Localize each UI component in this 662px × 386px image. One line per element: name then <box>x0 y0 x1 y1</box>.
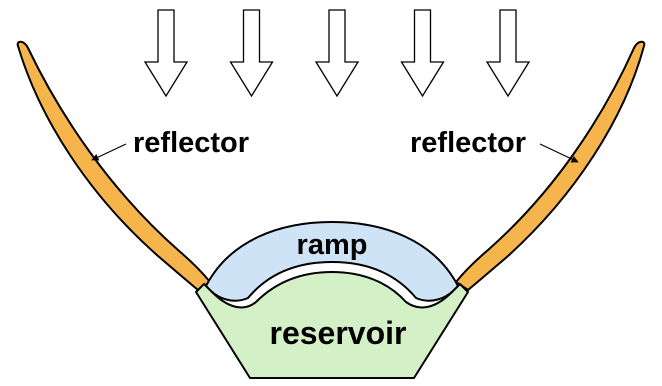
incoming-light-arrow <box>485 9 531 98</box>
incoming-light-arrows <box>143 9 531 98</box>
left-reflector-pointer <box>91 143 127 161</box>
incoming-light-arrow <box>314 9 360 98</box>
reservoir-body <box>195 271 469 379</box>
incoming-light-arrow <box>400 9 445 98</box>
left-reflector <box>16 40 211 291</box>
right-reflector <box>455 40 646 291</box>
right-reflector-pointer <box>539 143 579 163</box>
left-reflector-label: reflector <box>133 127 249 159</box>
right-reflector-label: reflector <box>410 127 526 159</box>
incoming-light-arrow <box>229 9 274 98</box>
ramp-label: ramp <box>297 229 368 261</box>
incoming-light-arrow <box>143 9 189 98</box>
ramp-dome <box>205 221 459 302</box>
reservoir-label: reservoir <box>270 315 407 351</box>
